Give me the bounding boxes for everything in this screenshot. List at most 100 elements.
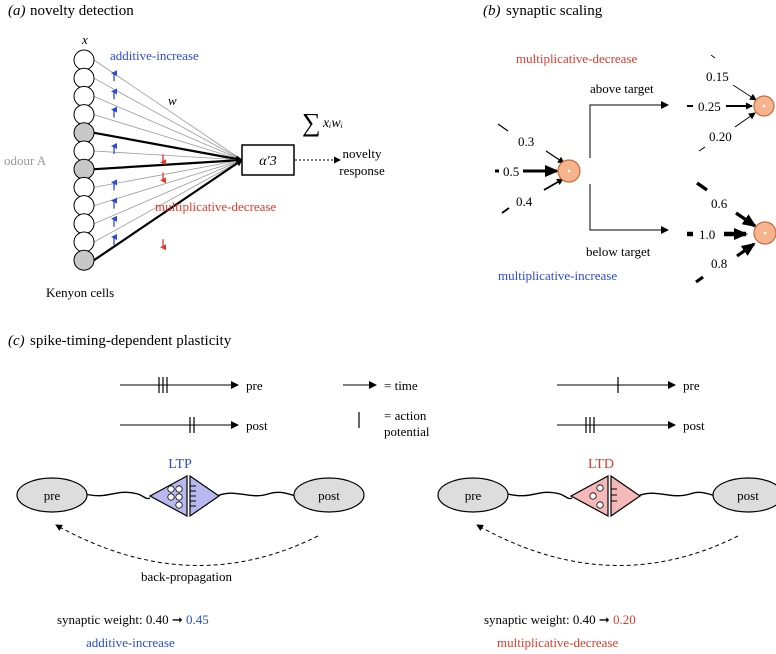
ltd-vesicle	[589, 492, 597, 500]
ltd-label: LTD	[588, 457, 614, 472]
above-target-arrow	[589, 101, 669, 158]
above-input-3	[734, 112, 756, 128]
panel-a: (a) novelty detection x additive-increas…	[4, 3, 385, 300]
connection	[93, 59, 243, 161]
ltd-vesicle	[596, 484, 604, 492]
ltp-weight-text: synaptic weight: 0.40 ➞ 0.45	[57, 612, 209, 627]
kenyon-cell	[73, 213, 95, 235]
above-input-3-stub	[698, 146, 706, 152]
ltd-pre-label: pre	[683, 378, 700, 393]
panel-b-title: synaptic scaling	[506, 3, 603, 19]
kenyon-cell	[73, 67, 95, 89]
ltd-post-dendrite	[637, 491, 717, 497]
init-input-3	[543, 178, 564, 191]
ltd-pre-neuron	[437, 477, 509, 513]
multiplicative-decrease-label-b: multiplicative-decrease	[516, 51, 638, 66]
multiplicative-decrease-label-a: multiplicative-decrease	[155, 199, 277, 214]
init-input-3-stub	[501, 207, 510, 214]
kenyon-cells-label: Kenyon cells	[46, 285, 114, 300]
ltp-pre-axon	[84, 491, 151, 500]
panel-c-title: spike-timing-dependent plasticity	[30, 333, 232, 349]
kenyon-cell	[73, 85, 95, 107]
panel-b: (b) synaptic scaling multiplicative-decr…	[483, 3, 776, 284]
below-weight-2: 1.0	[699, 227, 715, 242]
ltd-vesicle	[596, 501, 604, 509]
sum-terms: xᵢwᵢ	[322, 116, 343, 131]
back-propagation-arrow	[55, 524, 319, 566]
active-connection	[93, 156, 243, 171]
kenyon-connections	[93, 59, 243, 262]
connection	[93, 96, 243, 161]
x-label: x	[81, 32, 88, 47]
above-target-label: above target	[590, 81, 654, 96]
init-weight-1: 0.3	[518, 134, 534, 149]
panel-a-label: (a)	[8, 3, 26, 19]
legend-ap-label-2: potential	[384, 424, 430, 439]
ltp-vesicle	[175, 485, 183, 493]
above-weight-2: 0.25	[698, 99, 721, 114]
ltd-post-neuron	[712, 477, 776, 513]
above-input-1	[732, 84, 757, 101]
legend-ap-label-1: = action	[384, 408, 427, 423]
additive-increase-label: additive-increase	[110, 48, 199, 63]
ltd-rule-label: multiplicative-decrease	[497, 635, 619, 650]
above-neuron-dot	[762, 104, 766, 108]
ltp-vesicle	[167, 493, 175, 501]
response-label: response	[339, 163, 385, 178]
ltp-pre-neuron	[16, 477, 88, 513]
active-connection	[93, 131, 243, 163]
connection	[93, 150, 243, 161]
below-input-3	[736, 242, 756, 258]
connection	[93, 159, 243, 225]
connection	[93, 77, 243, 161]
init-input-1	[545, 150, 565, 164]
kenyon-cell	[73, 195, 95, 217]
init-weight-2: 0.5	[503, 164, 519, 179]
ltp-pre-label: pre	[246, 378, 263, 393]
below-input-1-stub	[696, 181, 708, 192]
ltd-post-label: post	[683, 418, 705, 433]
panel-b-label: (b)	[483, 3, 501, 19]
kenyon-cells	[73, 49, 95, 271]
kenyon-cell	[73, 231, 95, 253]
legend-time-label: = time	[384, 378, 418, 393]
ltp-rule-label: additive-increase	[86, 635, 175, 650]
below-weight-1: 0.6	[711, 196, 728, 211]
panel-c-label: (c)	[8, 333, 25, 349]
below-neuron-dot	[763, 231, 767, 235]
novelty-label: novelty	[343, 146, 382, 161]
ltp-post-neuron-label: post	[318, 488, 340, 503]
ltp-label: LTP	[168, 457, 192, 472]
ltp-post-neuron	[293, 477, 365, 513]
panel-a-title: novelty detection	[30, 3, 134, 19]
sum-symbol: ∑	[302, 108, 321, 137]
output-neuron-label: α′3	[259, 154, 276, 169]
ltp-vesicle	[167, 485, 175, 493]
ltp-vesicle	[175, 493, 183, 501]
above-weight-3: 0.20	[709, 129, 732, 144]
below-input-3-stub	[695, 275, 704, 284]
ltp-post-dendrite	[216, 491, 297, 497]
connection	[93, 159, 243, 188]
active-kenyon-cell	[73, 158, 95, 180]
w-label: w	[168, 93, 177, 108]
panel-c: (c) spike-timing-dependent plasticity pr…	[8, 333, 776, 650]
above-weight-1: 0.15	[706, 69, 729, 84]
plasticity-arrows	[111, 70, 166, 251]
init-input-1-stub	[497, 123, 509, 132]
ltp-post-label: post	[246, 418, 268, 433]
ltd-post-neuron-label: post	[737, 488, 759, 503]
ltd-pre-neuron-label: pre	[465, 488, 482, 503]
kenyon-cell	[73, 104, 95, 126]
connection	[93, 114, 243, 161]
connection	[93, 159, 243, 206]
kenyon-cell	[73, 176, 95, 198]
odour-label: odour A	[4, 153, 47, 168]
ltp-pre-neuron-label: pre	[44, 488, 61, 503]
ltp-vesicle	[175, 501, 183, 509]
below-weight-3: 0.8	[711, 256, 727, 271]
back-propagation-label: back-propagation	[141, 569, 232, 584]
kenyon-cell	[73, 140, 95, 162]
